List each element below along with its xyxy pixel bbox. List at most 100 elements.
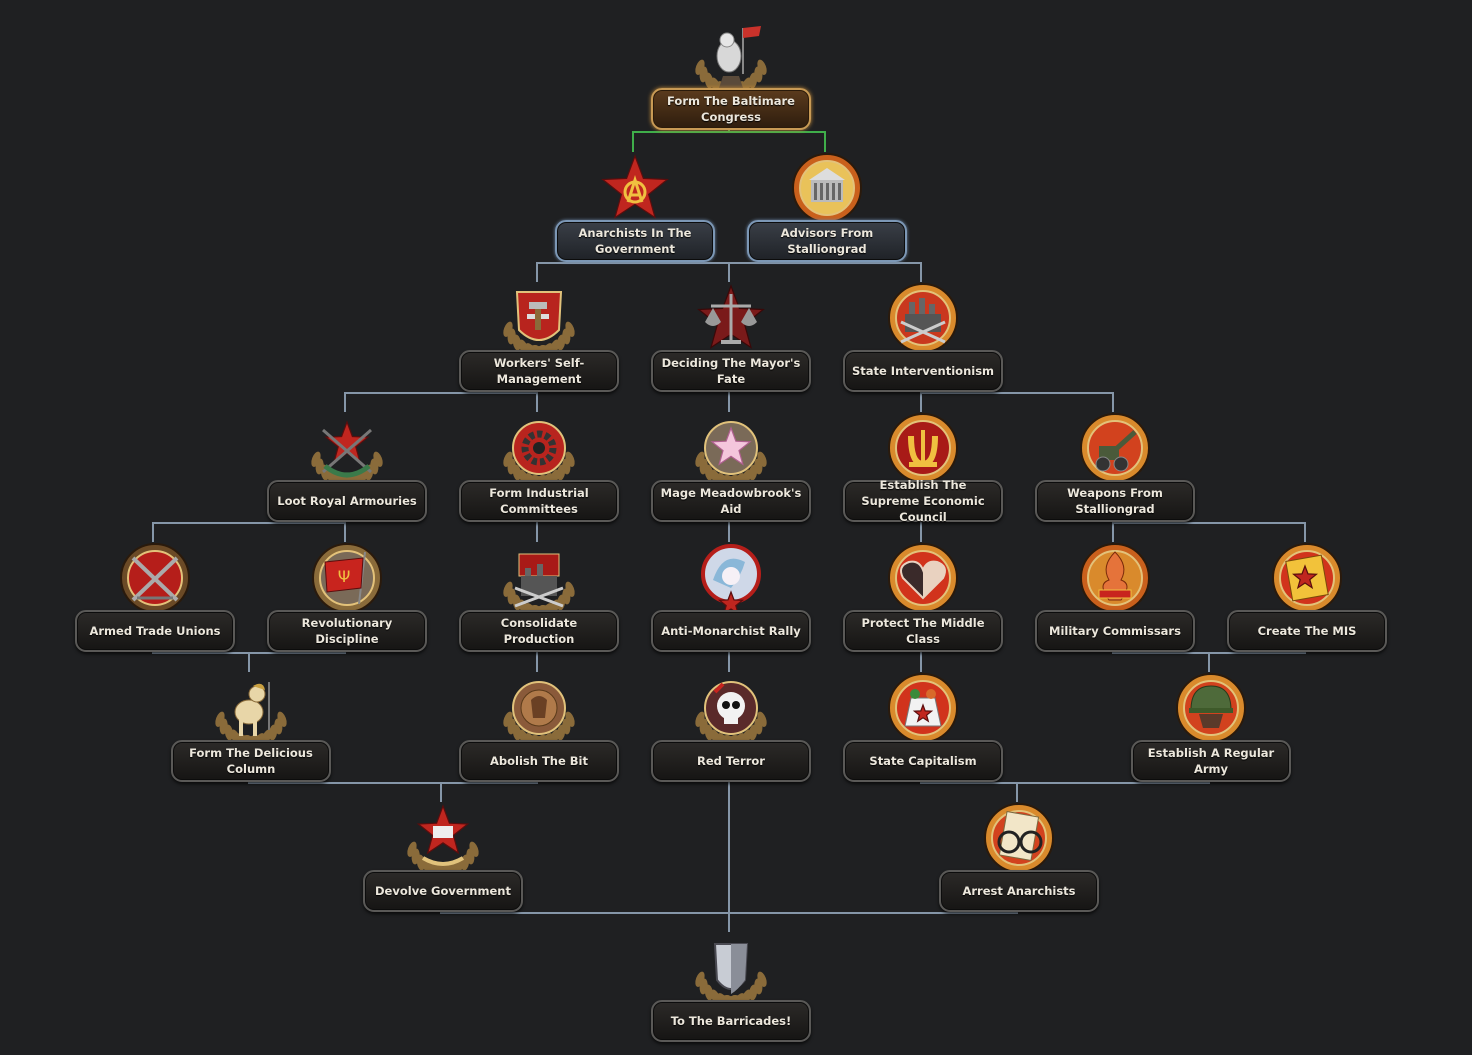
focus-establish-a-regular-army[interactable]: Establish A Regular Army [1131,670,1291,790]
glasses-notepad-icon [981,800,1057,876]
focus-label: To The Barricades! [670,1014,792,1028]
hammer-shield-icon [501,280,577,357]
focus-label: Advisors From Stalliongrad [780,226,874,256]
focus-loot-royal-armouries[interactable]: Loot Royal Armouries [267,410,427,530]
focus-label: Form The Delicious Column [189,746,313,776]
industry-icon [501,540,577,617]
focus-deciding-the-mayors-fate[interactable]: Deciding The Mayor's Fate [651,280,811,400]
focus-label: Red Terror [697,754,765,768]
focus-revolutionary-discipline[interactable]: Ψ Revolutionary Discipline [267,540,427,660]
focus-label: Loot Royal Armouries [277,494,417,508]
focus-label: Form The Baltimare Congress [667,94,795,124]
focus-weapons-from-stalliongrad[interactable]: Weapons From Stalliongrad [1035,410,1195,530]
focus-label: State Interventionism [851,364,995,378]
focus-anarchists-in-the-government[interactable]: Anarchists In The Government [555,150,715,270]
focus-state-interventionism[interactable]: State Interventionism [843,280,1003,400]
focus-label: Deciding The Mayor's Fate [661,356,801,386]
focus-create-the-mis[interactable]: Create The MIS [1227,540,1387,660]
focus-anti-monarchist-rally[interactable]: Anti-Monarchist Rally [651,540,811,660]
focus-label: Establish The Supreme Economic Council [861,478,985,524]
focus-label-box: Revolutionary Discipline [267,610,427,652]
focus-label-box: Deciding The Mayor's Fate [651,350,811,392]
focus-label: Establish A Regular Army [1147,746,1275,776]
heart-icon [885,540,961,616]
focus-label-box: Advisors From Stalliongrad [747,220,907,262]
focus-label: Anarchists In The Government [578,226,692,256]
focus-consolidate-production[interactable]: Consolidate Production [459,540,619,660]
focus-protect-the-middle-class[interactable]: Protect The Middle Class [843,540,1003,660]
magic-star-icon [693,410,769,487]
red-star-folder-icon [1269,540,1345,616]
pony-soldier-icon [213,670,289,747]
money-bag-icon [885,670,961,746]
soldier-helmet-icon [1173,670,1249,746]
scales-of-justice-icon [693,280,769,356]
focus-label: Protect The Middle Class [861,616,985,646]
focus-devolve-government[interactable]: Devolve Government [363,800,523,920]
anarchist-star-icon [597,150,673,226]
focus-label: Mage Meadowbrook's Aid [660,486,802,516]
focus-label-box: Anti-Monarchist Rally [651,610,811,652]
focus-form-the-delicious-column[interactable]: Form The Delicious Column [171,670,331,790]
focus-advisors-from-stalliongrad[interactable]: Advisors From Stalliongrad [747,150,907,270]
red-star-building-icon [405,800,481,877]
star-crossed-rifles-icon [309,410,385,487]
focus-abolish-the-bit[interactable]: Abolish The Bit [459,670,619,790]
crossed-rifles-icon [117,540,193,616]
artillery-icon [1077,410,1153,486]
focus-label: Revolutionary Discipline [301,616,393,646]
focus-label: Anti-Monarchist Rally [661,624,801,638]
coin-icon [501,670,577,747]
pony-flag-statue-icon [693,18,769,95]
focus-label-box: State Capitalism [843,740,1003,782]
shield-icon [693,930,769,1007]
pony-portrait-icon [693,540,769,616]
focus-label-box: Workers' Self-Management [459,350,619,392]
focus-to-the-barricades[interactable]: To The Barricades! [651,930,811,1050]
focus-armed-trade-unions[interactable]: Armed Trade Unions [75,540,235,660]
focus-label: Abolish The Bit [490,754,588,768]
focus-label-box: Anarchists In The Government [555,220,715,262]
focus-label: Armed Trade Unions [89,624,221,638]
focus-establish-the-supreme-economic-council[interactable]: Establish The Supreme Economic Council [843,410,1003,530]
focus-workers-self-management[interactable]: Workers' Self-Management [459,280,619,400]
focus-label-box: Arrest Anarchists [939,870,1099,912]
commissar-emblem-icon [1077,540,1153,616]
focus-label-box: Loot Royal Armouries [267,480,427,522]
focus-label: Military Commissars [1049,624,1181,638]
svg-text:Ψ: Ψ [338,567,351,586]
focus-label: Arrest Anarchists [962,884,1076,898]
focus-label: Consolidate Production [500,616,578,646]
focus-label-box: Form The Delicious Column [171,740,331,782]
focus-label-box: Protect The Middle Class [843,610,1003,652]
focus-state-capitalism[interactable]: State Capitalism [843,670,1003,790]
focus-label-box: Devolve Government [363,870,523,912]
focus-form-industrial-committees[interactable]: Form Industrial Committees [459,410,619,530]
focus-label: Form Industrial Committees [489,486,589,516]
focus-label-box: Form Industrial Committees [459,480,619,522]
gear-icon [501,410,577,487]
focus-label-box: Armed Trade Unions [75,610,235,652]
focus-arrest-anarchists[interactable]: Arrest Anarchists [939,800,1099,920]
focus-mage-meadowbrooks-aid[interactable]: Mage Meadowbrook's Aid [651,410,811,530]
focus-red-terror[interactable]: Red Terror [651,670,811,790]
focus-label: Create The MIS [1257,624,1357,638]
focus-label: Weapons From Stalliongrad [1067,486,1163,516]
focus-label-box: Abolish The Bit [459,740,619,782]
focus-label-box: Form The Baltimare Congress [651,88,811,130]
focus-label-box: State Interventionism [843,350,1003,392]
factory-guns-icon [885,280,961,356]
focus-label-box: Mage Meadowbrook's Aid [651,480,811,522]
focus-label-box: Consolidate Production [459,610,619,652]
government-building-icon [789,150,865,226]
focus-military-commissars[interactable]: Military Commissars [1035,540,1195,660]
focus-label: State Capitalism [869,754,977,768]
focus-label-box: To The Barricades! [651,1000,811,1042]
skull-icon [693,670,769,747]
horseshoe-emblem-icon [885,410,961,486]
focus-label-box: Create The MIS [1227,610,1387,652]
focus-label: Devolve Government [375,884,511,898]
focus-form-the-baltimare-congress[interactable]: Form The Baltimare Congress [651,18,811,138]
red-banner-icon: Ψ [309,540,385,616]
